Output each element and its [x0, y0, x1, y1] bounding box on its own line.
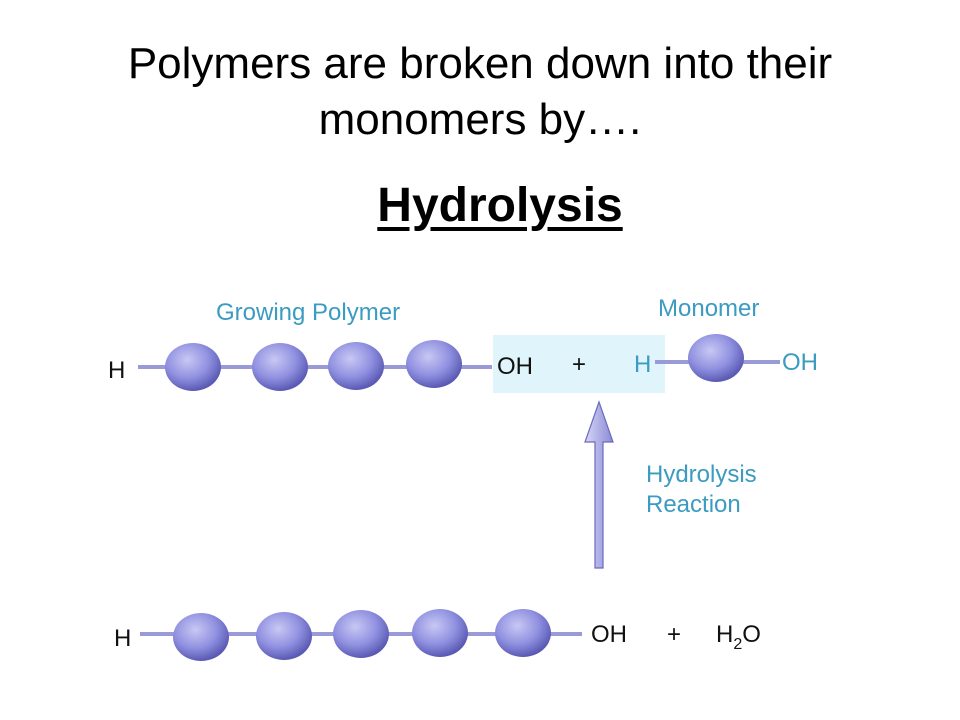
bottom-bead-2 — [256, 612, 312, 660]
top-bead-1 — [165, 343, 221, 391]
answer-heading: Hydrolysis — [377, 179, 623, 232]
water-h: H — [716, 621, 733, 648]
bottom-oh-label: OH — [591, 621, 627, 648]
top-bead-2 — [252, 343, 308, 391]
monomer-bead — [688, 334, 744, 382]
top-bead-3 — [328, 342, 384, 390]
monomer-label: Monomer — [658, 295, 759, 322]
water-o: O — [742, 621, 761, 648]
reaction-arrow — [584, 400, 614, 569]
highlight-box — [493, 335, 665, 393]
top-plus: + — [572, 351, 586, 378]
bottom-plus: + — [667, 621, 681, 648]
monomer-h-label: H — [634, 351, 651, 378]
top-bead-4 — [406, 340, 462, 388]
bottom-bead-4 — [412, 609, 468, 657]
bottom-bead-5 — [495, 609, 551, 657]
reaction-label-line2: Reaction — [646, 491, 741, 518]
water-formula: H2O — [716, 621, 761, 653]
growing-polymer-label: Growing Polymer — [216, 299, 400, 326]
bottom-bead-3 — [333, 610, 389, 658]
bottom-bead-1 — [173, 613, 229, 661]
top-oh-label: OH — [497, 353, 533, 380]
slide-title: Polymers are broken down into their mono… — [127, 39, 833, 144]
top-h-label: H — [108, 357, 125, 384]
water-subscript: 2 — [733, 636, 742, 653]
monomer-oh-label: OH — [782, 349, 818, 376]
reaction-label-line1: Hydrolysis — [646, 461, 757, 488]
bottom-h-label: H — [114, 625, 131, 652]
